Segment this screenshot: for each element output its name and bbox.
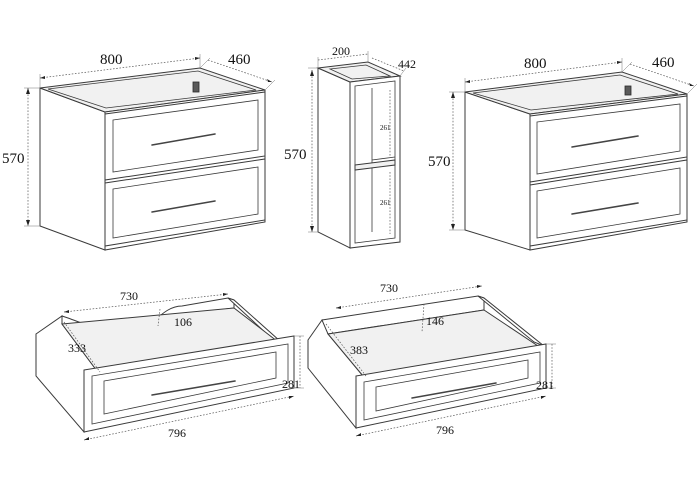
cabinet-left-drawer-upper xyxy=(104,91,266,181)
drawer-right-inner-depth-label: 146 xyxy=(426,314,444,328)
drawer-left-cutout-label: 106 xyxy=(174,315,192,329)
column-unit: 261 261 200 442 570 xyxy=(284,44,416,249)
cabinet-left-drawer-lower xyxy=(104,158,266,247)
drawer-left: 730 106 333 281 796 xyxy=(35,289,304,441)
column-shelf-top-label: 261 xyxy=(380,124,391,132)
drawer-left-inner-width-label: 730 xyxy=(120,289,138,303)
drawer-left-front-width-label: 796 xyxy=(168,426,186,440)
column-shelf-bottom-label: 261 xyxy=(380,199,391,207)
drawer-left-side-depth-label: 333 xyxy=(68,341,86,355)
cabinet-right: 800 460 570 xyxy=(428,55,698,251)
cabinet-left-height-label: 570 xyxy=(2,151,25,167)
drawer-right-front-width-label: 796 xyxy=(436,423,454,437)
cabinet-left-depth-label: 460 xyxy=(228,52,251,68)
drawer-right: 730 146 383 281 796 xyxy=(307,281,556,437)
drawer-right-front-height-label: 281 xyxy=(536,378,554,392)
column-height-label: 570 xyxy=(284,147,307,163)
cabinet-right-height-label: 570 xyxy=(428,154,451,170)
cabinet-left: 800 460 570 xyxy=(2,52,276,251)
cabinet-right-width-label: 800 xyxy=(524,56,547,72)
drawer-right-inner-width-label: 730 xyxy=(380,281,398,295)
column-width-label: 200 xyxy=(332,44,350,58)
cabinet-right-drawer-upper xyxy=(529,95,688,183)
cabinet-right-depth-label: 460 xyxy=(652,55,675,71)
drawer-left-front-height-label: 281 xyxy=(282,377,300,391)
cabinet-right-drawer-lower xyxy=(529,159,688,247)
drawer-right-side-depth-label: 383 xyxy=(350,343,368,357)
column-depth-label: 442 xyxy=(398,57,416,71)
cabinet-left-width-label: 800 xyxy=(100,52,123,68)
